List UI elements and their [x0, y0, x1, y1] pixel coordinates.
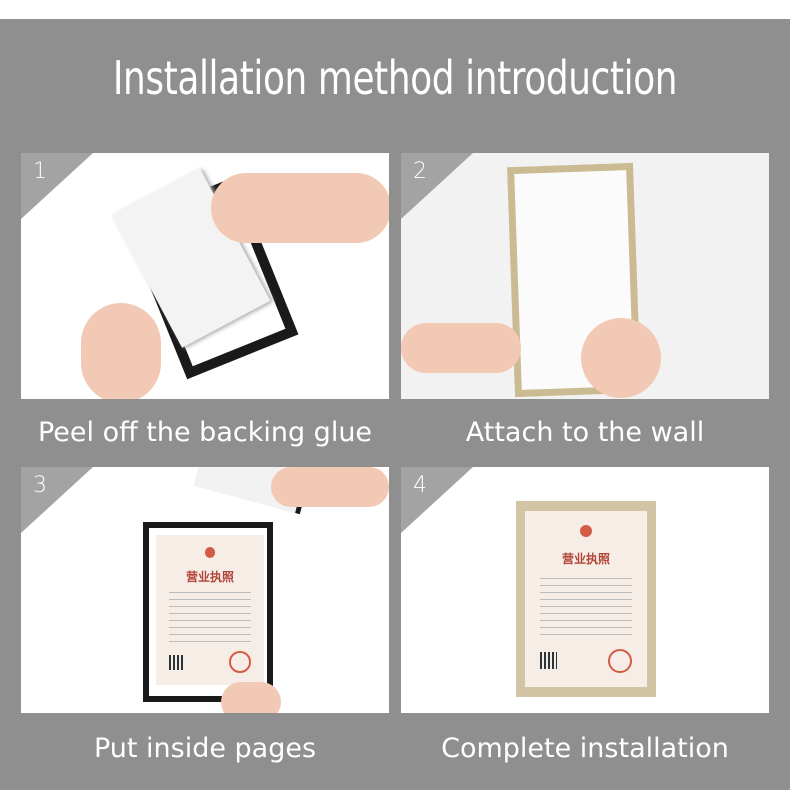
- certificate-text: [168, 592, 252, 645]
- emblem-icon: [579, 525, 593, 538]
- step-corner: [401, 153, 473, 219]
- hand-right: [581, 318, 661, 398]
- step-1-image: 1: [21, 153, 389, 399]
- certificate: 营业执照: [156, 535, 264, 685]
- certificate: 营业执照: [525, 511, 647, 687]
- step-number: 2: [413, 159, 427, 184]
- certificate-text: [539, 577, 633, 640]
- certificate-title: 营业执照: [561, 551, 610, 566]
- hand-top: [271, 467, 389, 507]
- hand-left: [401, 323, 521, 373]
- step-number: 1: [33, 159, 47, 184]
- step-corner: [401, 467, 473, 533]
- emblem-icon: [204, 547, 216, 558]
- step-1-label: Peel off the backing glue: [37, 417, 373, 448]
- page-title: Installation method introduction: [112, 51, 678, 105]
- stamp: [607, 648, 633, 673]
- step-corner: [21, 153, 93, 219]
- step-number: 3: [33, 473, 47, 498]
- hand-bottom: [221, 682, 281, 713]
- step-2-image: 2: [401, 153, 769, 399]
- step-3-label: Put inside pages: [93, 733, 317, 764]
- top-band: [0, 0, 790, 19]
- qr-code: [539, 652, 557, 670]
- step-3-image: 营业执照 3: [21, 467, 389, 713]
- step-4-label: Complete installation: [441, 733, 729, 764]
- step-2-label: Attach to the wall: [465, 417, 705, 448]
- hand-top: [211, 173, 389, 243]
- step-4-image: 营业执照 4: [401, 467, 769, 713]
- certificate-title: 营业执照: [185, 570, 234, 584]
- hand-bottom: [81, 303, 161, 399]
- step-number: 4: [413, 473, 427, 498]
- stamp: [229, 651, 252, 673]
- step-corner: [21, 467, 93, 533]
- qr-code: [168, 654, 185, 670]
